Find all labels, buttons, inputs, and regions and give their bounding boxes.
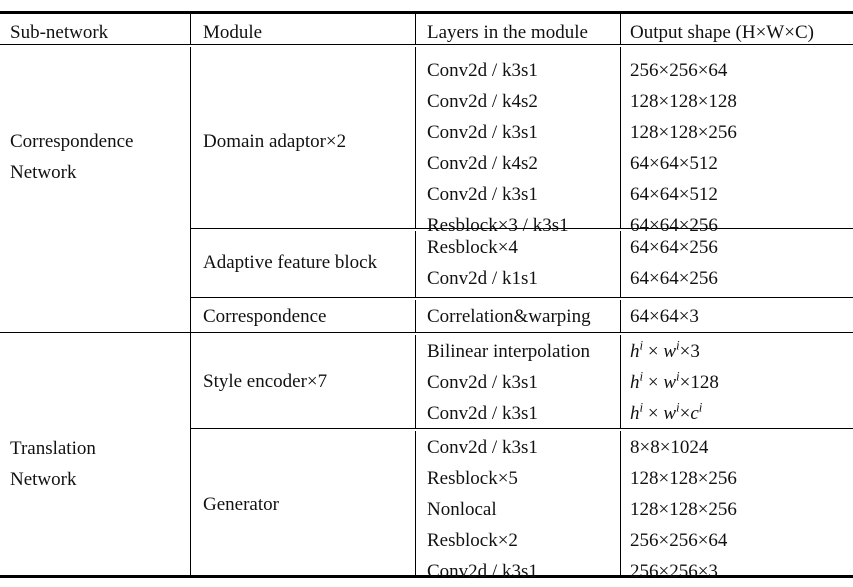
layer-item: Correlation&warping: [427, 306, 591, 327]
output-shape-item: 64×64×3: [630, 306, 699, 327]
module-rule-generator: [190, 428, 853, 430]
col-divider-3-domain-adaptor: [620, 47, 622, 228]
col-divider-1-header: [190, 14, 192, 45]
output-shape-item: 64×64×512: [630, 153, 718, 174]
output-shapes-domain-adaptor: 256×256×64 128×128×128 128×128×256 64×64…: [630, 55, 737, 241]
col-divider-2-header: [415, 14, 417, 45]
module-label-adaptive-feature-block: Adaptive feature block: [203, 252, 378, 273]
sub-network-translation-network: Translation Network: [10, 433, 96, 495]
col-divider-1-body: [190, 47, 192, 575]
output-shape-item: 64×64×256: [630, 268, 718, 289]
sub-network-label-line1: Translation: [10, 438, 96, 459]
col-divider-3-generator: [620, 431, 622, 575]
column-header-layers: Layers in the module: [427, 22, 588, 43]
col-divider-3-correspondence: [620, 300, 622, 332]
module-rule-correspondence: [190, 297, 853, 299]
output-shape-item: 8×8×1024: [630, 437, 709, 458]
layer-item: Conv2d / k3s1: [427, 60, 538, 81]
sub-network-correspondence-network: Correspondence Network: [10, 126, 133, 188]
sub-network-label-line2: Network: [10, 469, 77, 490]
col-divider-2-style-encoder: [415, 335, 417, 428]
layer-item: Conv2d / k3s1: [427, 122, 538, 143]
output-shape-item: 256×256×3: [630, 561, 718, 582]
layer-item: Conv2d / k3s1: [427, 437, 538, 458]
col-divider-2-domain-adaptor: [415, 47, 417, 228]
layer-item: Nonlocal: [427, 499, 497, 520]
layer-item: Conv2d / k3s1: [427, 184, 538, 205]
sub-network-label-line2: Network: [10, 162, 77, 183]
module-rule-adaptive: [190, 228, 853, 230]
column-header-output-shape: Output shape (H×W×C): [630, 22, 814, 43]
output-shape-item: hi × wi×128: [630, 368, 719, 393]
clipped-caption-fragment: [0, 0, 853, 1]
layers-list-adaptive-feature-block: Resblock×4 Conv2d / k1s1: [427, 232, 538, 294]
col-divider-2-correspondence: [415, 300, 417, 332]
layer-item: Resblock×2: [427, 530, 518, 551]
output-shapes-style-encoder: hi × wi×3 hi × wi×128 hi × wi×ci: [630, 336, 719, 429]
layer-item: Conv2d / k4s2: [427, 91, 538, 112]
col-divider-2-adaptive: [415, 231, 417, 297]
output-shape-item: hi × wi×ci: [630, 399, 703, 424]
layer-item: Resblock×4: [427, 237, 518, 258]
output-shape-item: 128×128×256: [630, 122, 737, 143]
output-shapes-generator: 8×8×1024 128×128×256 128×128×256 256×256…: [630, 432, 737, 587]
module-label-style-encoder: Style encoder×7: [203, 371, 328, 392]
output-shape-item: hi × wi×3: [630, 337, 700, 362]
layer-item: Conv2d / k4s2: [427, 153, 538, 174]
layer-item: Resblock×5: [427, 468, 518, 489]
output-shape-item: 256×256×64: [630, 530, 728, 551]
output-shape-item: 128×128×256: [630, 468, 737, 489]
col-divider-3-adaptive: [620, 231, 622, 297]
layers-list-generator: Conv2d / k3s1 Resblock×5 Nonlocal Resblo…: [427, 432, 538, 587]
sub-network-label-line1: Correspondence: [10, 131, 134, 152]
output-shape-item: 128×128×256: [630, 499, 737, 520]
layers-list-style-encoder: Bilinear interpolation Conv2d / k3s1 Con…: [427, 336, 590, 429]
module-label-correspondence: Correspondence: [203, 306, 327, 327]
col-divider-3-style-encoder: [620, 335, 622, 428]
layers-list-domain-adaptor: Conv2d / k3s1 Conv2d / k4s2 Conv2d / k3s…: [427, 55, 569, 241]
output-shape-item: 64×64×512: [630, 184, 718, 205]
table-bottom-rule: [0, 575, 853, 578]
layer-item: Conv2d / k3s1: [427, 403, 538, 424]
section-rule-translation: [0, 332, 853, 334]
module-label-domain-adaptor: Domain adaptor×2: [203, 131, 347, 152]
header-rule: [0, 44, 853, 46]
col-divider-2-generator: [415, 431, 417, 575]
col-divider-3-header: [620, 14, 622, 45]
output-shape-item: 256×256×64: [630, 60, 728, 81]
column-header-sub-network: Sub-network: [10, 22, 109, 43]
layer-item: Resblock×3 / k3s1: [427, 215, 569, 236]
layer-item: Conv2d / k3s1: [427, 372, 538, 393]
layer-item: Conv2d / k1s1: [427, 268, 538, 289]
table-top-rule: [0, 11, 853, 14]
module-label-generator: Generator: [203, 494, 279, 515]
output-shape-item: 64×64×256: [630, 215, 718, 236]
output-shape-item: 64×64×256: [630, 237, 718, 258]
layer-item: Conv2d / k3s1: [427, 561, 538, 582]
output-shape-item: 128×128×128: [630, 91, 737, 112]
output-shapes-adaptive-feature-block: 64×64×256 64×64×256: [630, 232, 718, 294]
layer-item: Bilinear interpolation: [427, 341, 591, 362]
column-header-module: Module: [203, 22, 263, 43]
